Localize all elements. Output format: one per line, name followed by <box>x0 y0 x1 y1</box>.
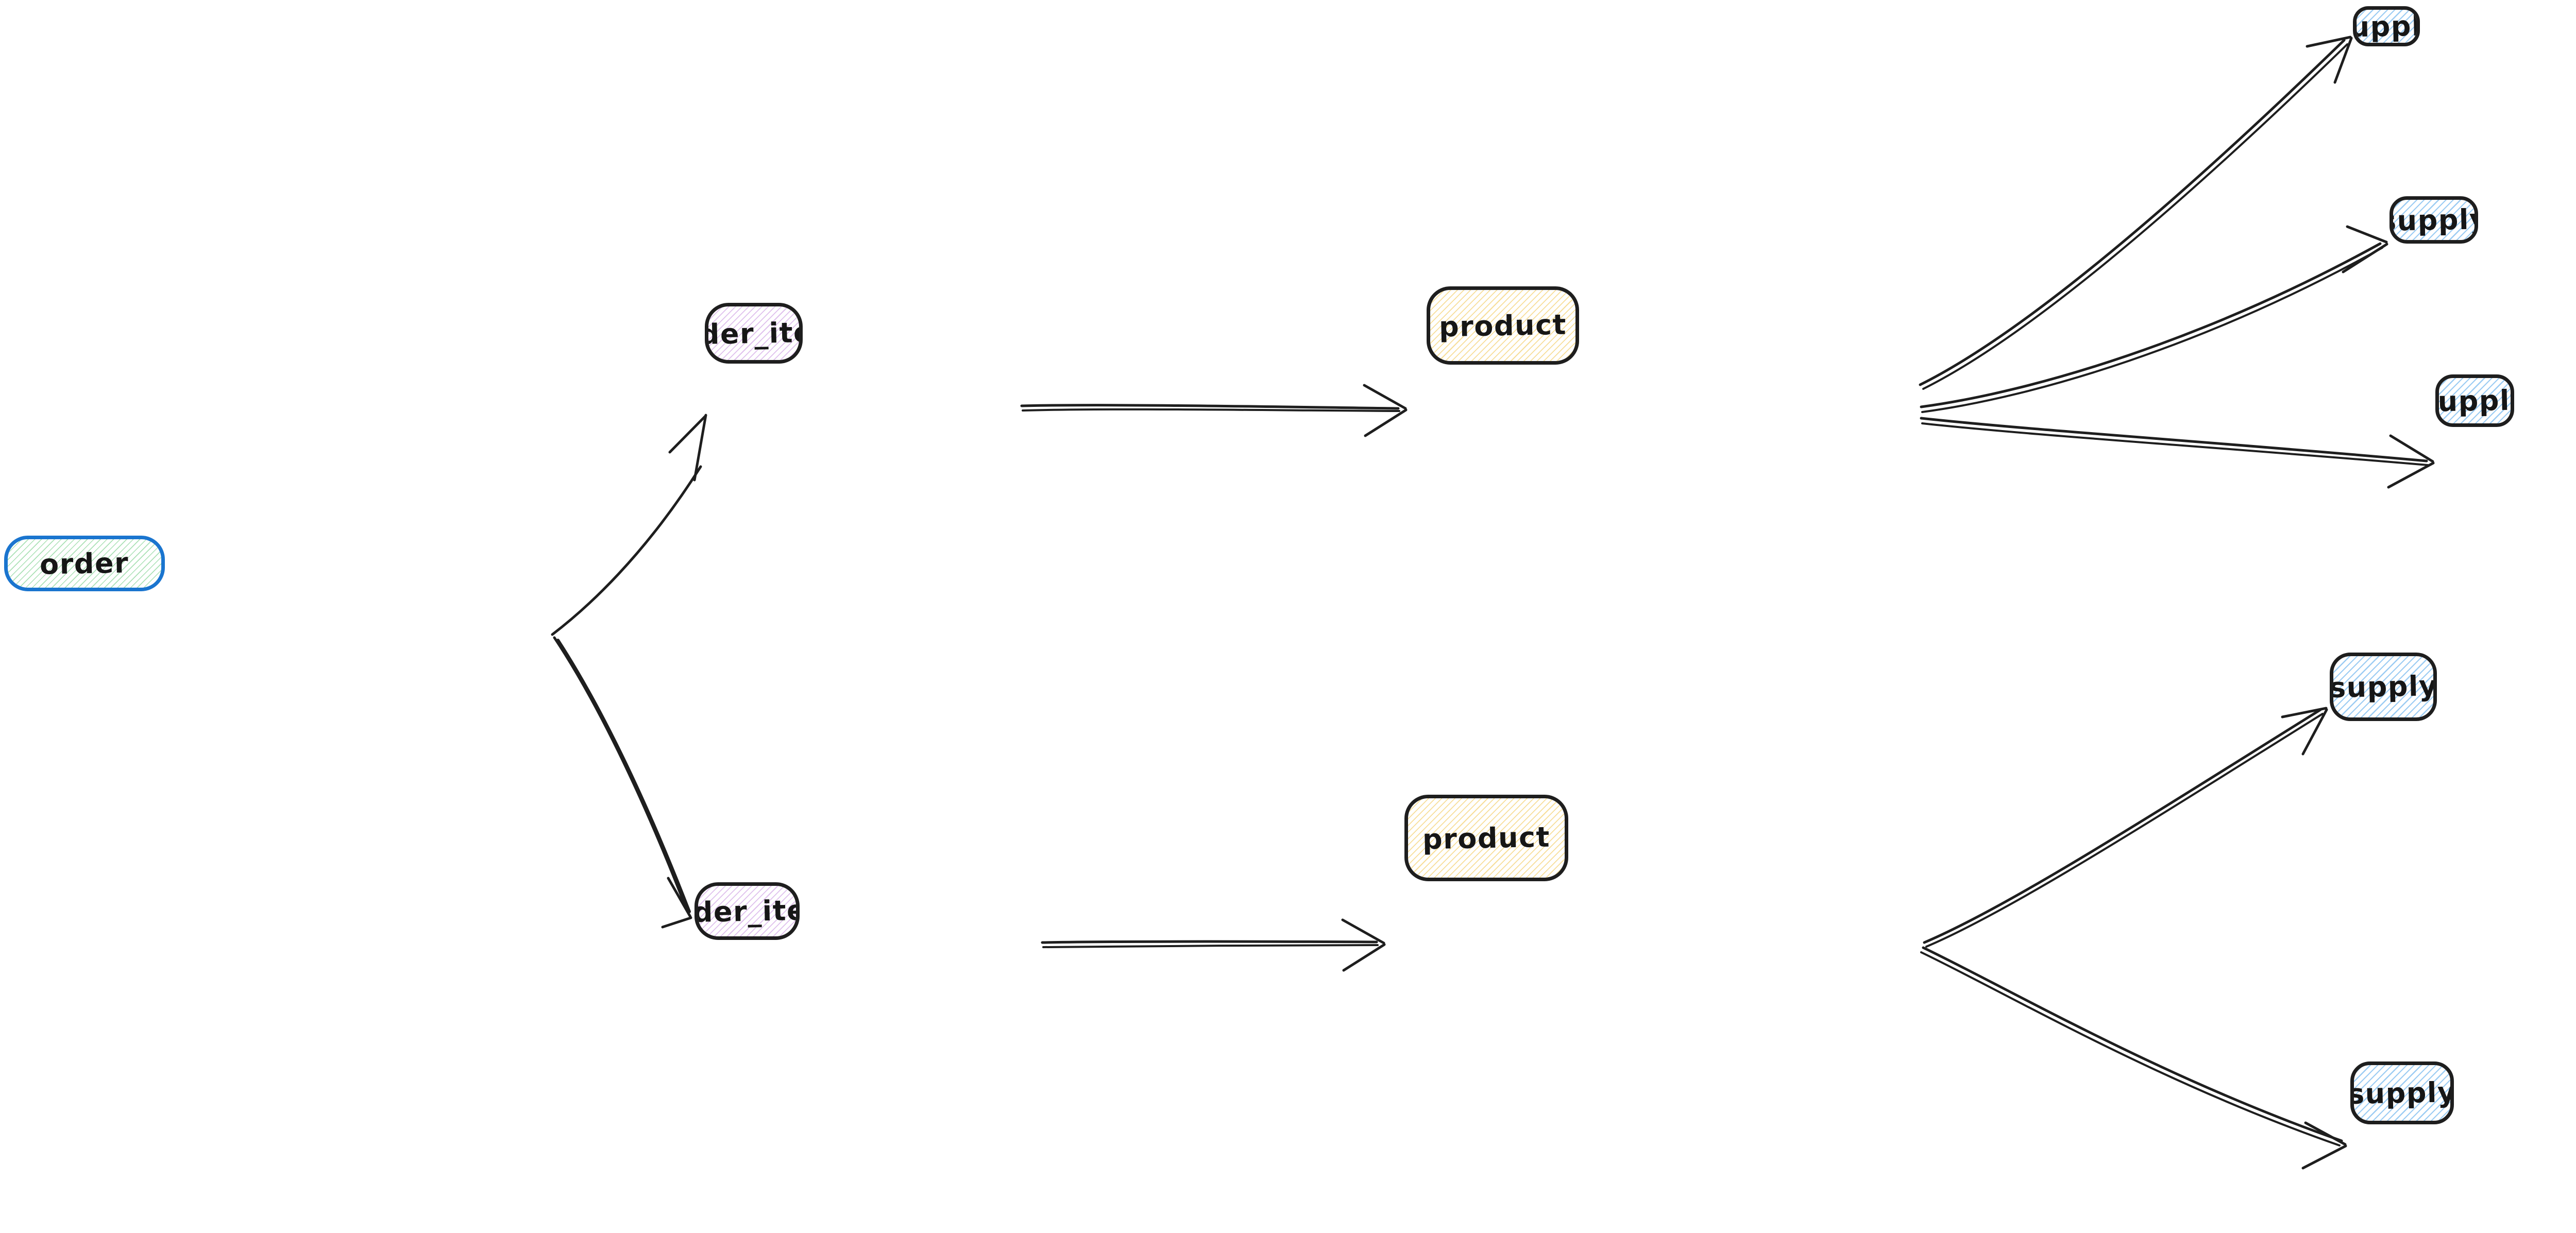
node-product-bottom-label: product <box>1422 820 1551 855</box>
supply-hatch-fill <box>2439 378 2511 423</box>
product-hatch-fill <box>1430 290 1575 361</box>
product-hatch-fill <box>1408 798 1565 878</box>
node-order-item-bottom-label: order_item <box>694 893 800 929</box>
node-supply-2-label: supply <box>2389 202 2478 237</box>
edge-product-to-supply-3 <box>1920 417 2435 489</box>
supply-hatch-fill <box>2333 656 2433 717</box>
node-supply-5-label: supply <box>2350 1075 2454 1110</box>
node-product-bottom[interactable]: product <box>1404 795 1568 881</box>
node-supply-4-label: supply <box>2330 669 2437 705</box>
edge-product-to-supply-5 <box>1920 946 2347 1170</box>
node-supply-4[interactable]: supply <box>2330 653 2437 721</box>
node-order-item-top-label: order_item <box>705 315 803 351</box>
order-item-hatch-fill <box>708 306 799 360</box>
node-product-top-label: product <box>1438 308 1567 343</box>
node-supply-3[interactable]: supply <box>2435 374 2514 427</box>
node-order-item-bottom[interactable]: order_item <box>694 882 800 940</box>
edge-order-item-to-product-top <box>1020 384 1408 437</box>
edge-product-to-supply-2 <box>1920 225 2388 413</box>
node-order[interactable]: order <box>4 536 165 591</box>
node-order-item-top[interactable]: order_item <box>705 303 803 364</box>
node-product-top[interactable]: product <box>1427 286 1579 365</box>
order-item-hatch-fill <box>698 886 796 936</box>
edge-order-item-to-product-bottom <box>1041 918 1386 972</box>
node-supply-1-label: supply <box>2353 9 2420 44</box>
edge-product-to-supply-1 <box>1919 36 2353 390</box>
node-supply-5[interactable]: supply <box>2350 1061 2454 1124</box>
order-hatch-fill <box>8 539 161 588</box>
supply-hatch-fill <box>2354 1065 2450 1121</box>
edge-order-to-order-item-top <box>551 414 707 636</box>
edge-order-to-order-item-bottom <box>553 636 692 929</box>
node-supply-3-label: supply <box>2435 383 2514 418</box>
supply-hatch-fill <box>2357 10 2416 43</box>
node-order-label: order <box>39 546 130 581</box>
node-supply-1[interactable]: supply <box>2353 6 2420 46</box>
node-supply-2[interactable]: supply <box>2389 196 2478 244</box>
supply-hatch-fill <box>2393 200 2475 240</box>
edge-product-to-supply-4 <box>1923 707 2328 948</box>
